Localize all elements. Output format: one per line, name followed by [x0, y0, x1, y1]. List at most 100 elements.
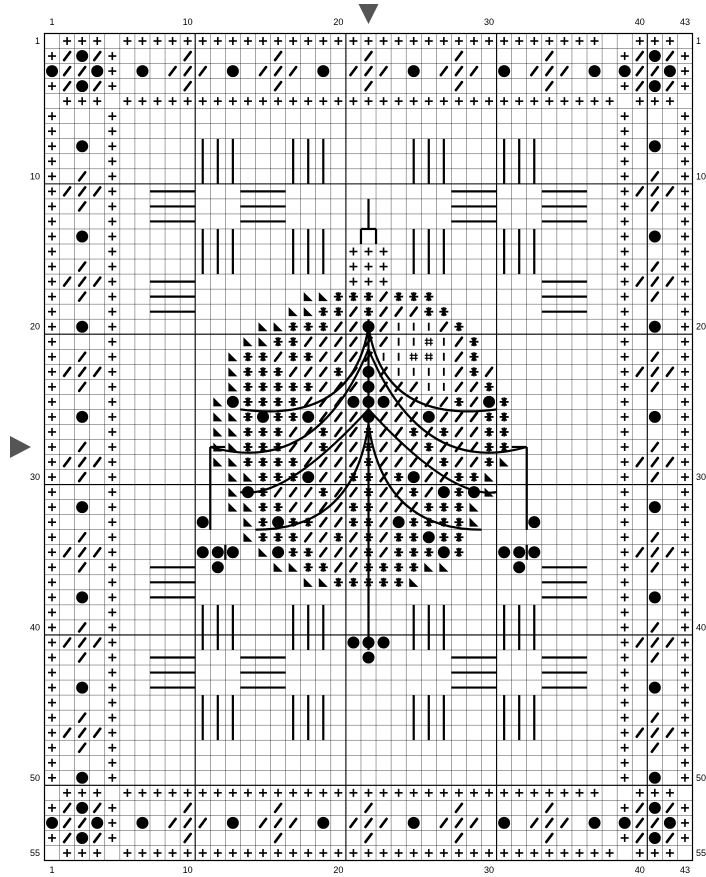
left-row-label: 50 [30, 773, 40, 783]
stitch-dot [136, 65, 148, 77]
stitch-dot [649, 80, 661, 92]
dot-mark [317, 817, 329, 829]
dot-mark [76, 682, 88, 694]
dot-mark [619, 817, 631, 829]
dot-mark [197, 516, 209, 528]
stitch-dot [649, 832, 661, 844]
dot-mark [513, 561, 525, 573]
top-col-label: 10 [183, 17, 193, 27]
dot-mark [76, 230, 88, 242]
stitch-dot [302, 471, 314, 483]
dot-mark [649, 501, 661, 513]
left-row-label: 10 [30, 171, 40, 181]
top-col-label: 20 [333, 17, 343, 27]
stitch-dot [649, 501, 661, 513]
right-row-label: 10 [696, 171, 706, 181]
dot-mark [227, 817, 239, 829]
stitch-dot [76, 832, 88, 844]
dot-mark [302, 411, 314, 423]
dot-mark [649, 832, 661, 844]
stitch-dot [227, 65, 239, 77]
left-row-label: 20 [30, 322, 40, 332]
dot-mark [378, 636, 390, 648]
stitch-dot [664, 65, 676, 77]
stitch-dot [257, 411, 269, 423]
stitch-dot [76, 591, 88, 603]
dot-mark [91, 65, 103, 77]
dot-mark [649, 411, 661, 423]
right-row-label: 50 [696, 773, 706, 783]
dot-mark [363, 652, 375, 664]
dot-mark [498, 65, 510, 77]
stitch-dot [76, 50, 88, 62]
stitch-dot [619, 65, 631, 77]
dot-mark [649, 772, 661, 784]
stitch-dot [378, 396, 390, 408]
stitch-dot [589, 817, 601, 829]
dot-mark [408, 471, 420, 483]
stitch-dot [302, 411, 314, 423]
dot-mark [513, 546, 525, 558]
dot-mark [649, 50, 661, 62]
stitch-dot [317, 817, 329, 829]
bottom-col-label: 10 [183, 865, 193, 875]
stitch-dot [347, 636, 359, 648]
stitch-dot [498, 546, 510, 558]
top-col-label: 1 [50, 17, 55, 27]
stitch-dot [272, 546, 284, 558]
dot-mark [649, 591, 661, 603]
dot-mark [76, 321, 88, 333]
dot-mark [197, 546, 209, 558]
right-row-label: 55 [696, 848, 706, 858]
right-row-label: 40 [696, 622, 706, 632]
stitch-dot [227, 396, 239, 408]
stitch-dot [76, 321, 88, 333]
top-col-label: 40 [635, 17, 645, 27]
stitch-dot [408, 65, 420, 77]
top-col-label: 43 [680, 17, 690, 27]
stitch-dot [212, 561, 224, 573]
dot-mark [347, 396, 359, 408]
stitch-dot [408, 471, 420, 483]
stitch-dot [76, 682, 88, 694]
stitch-dot [438, 546, 450, 558]
stitch-dot [498, 817, 510, 829]
stitch-dot [438, 486, 450, 498]
bottom-col-label: 40 [635, 865, 645, 875]
stitch-dot [76, 772, 88, 784]
dot-mark [649, 80, 661, 92]
dot-mark [46, 65, 58, 77]
stitch-dot [619, 817, 631, 829]
dot-mark [76, 802, 88, 814]
right-row-label: 1 [696, 36, 701, 46]
dot-mark [528, 546, 540, 558]
stitch-dot [649, 591, 661, 603]
dot-mark [649, 140, 661, 152]
stitch-dot [91, 817, 103, 829]
bottom-col-label: 1 [50, 865, 55, 875]
dot-mark [76, 501, 88, 513]
dot-mark [649, 321, 661, 333]
stitch-dot [649, 411, 661, 423]
stitch-dot [46, 817, 58, 829]
stitch-dot [408, 817, 420, 829]
dot-mark [619, 65, 631, 77]
dot-mark [438, 546, 450, 558]
dot-mark [317, 65, 329, 77]
stitch-dot [76, 80, 88, 92]
stitch-dot [649, 802, 661, 814]
dot-mark [227, 396, 239, 408]
stitch-dot [212, 546, 224, 558]
stitch-dot [649, 50, 661, 62]
dot-mark [272, 546, 284, 558]
stitch-dot [197, 546, 209, 558]
dot-mark [76, 591, 88, 603]
stitch-dot [227, 546, 239, 558]
stitch-dot [363, 652, 375, 664]
right-row-label: 30 [696, 472, 706, 482]
bottom-col-label: 43 [680, 865, 690, 875]
dot-mark [423, 411, 435, 423]
dot-mark [589, 817, 601, 829]
